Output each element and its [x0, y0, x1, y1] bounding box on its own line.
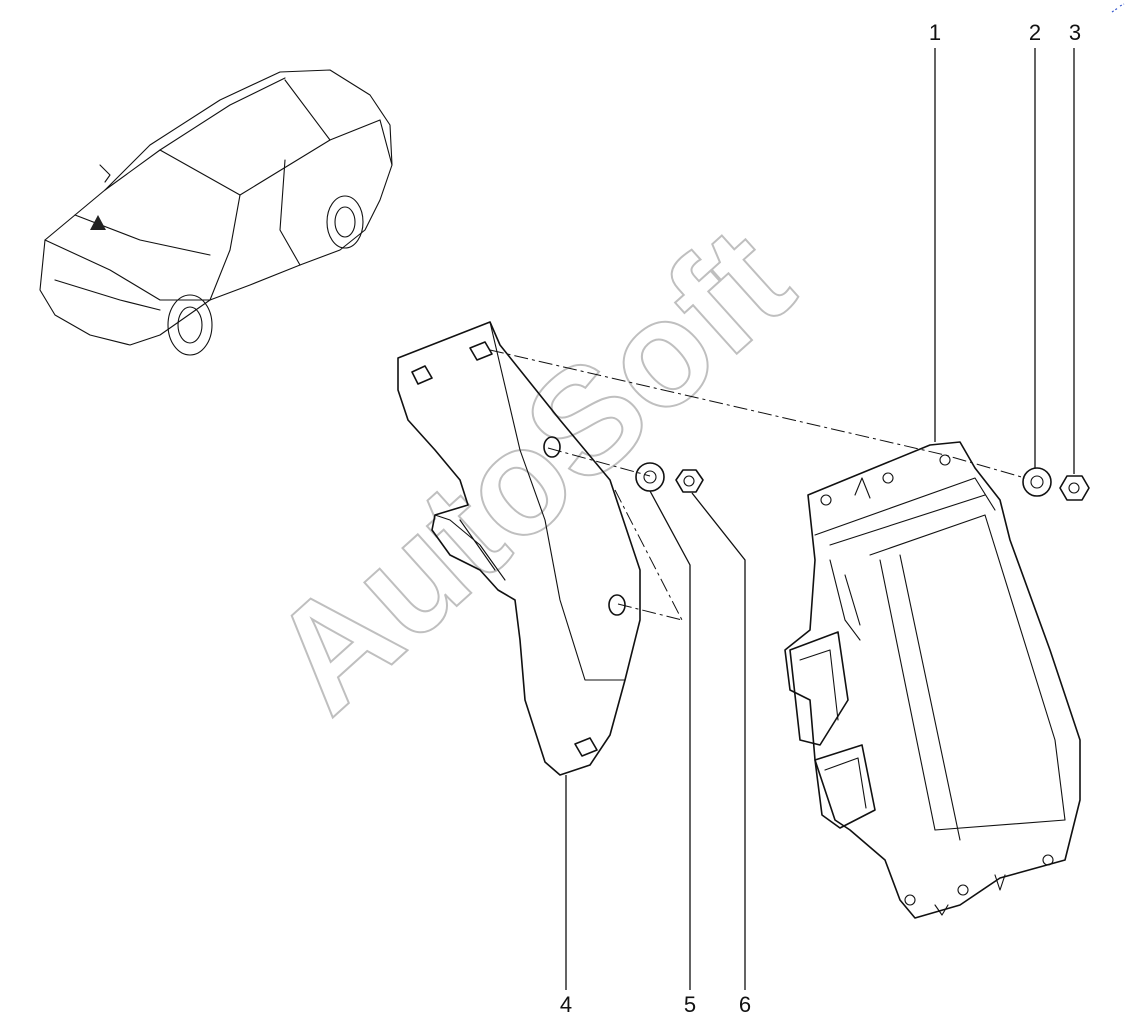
car-illustration — [39, 69, 393, 356]
corner-mark — [1111, 3, 1125, 13]
watermark-text: AutoSoft — [239, 195, 822, 743]
mounting-bracket — [397, 321, 641, 776]
leader-lines — [565, 48, 1075, 990]
washer-2 — [1022, 467, 1052, 497]
assembly-lines — [489, 349, 1026, 621]
callout-labels: 1 2 3 4 5 6 — [560, 20, 1081, 1017]
callout-1: 1 — [929, 20, 941, 45]
callout-6: 6 — [739, 992, 751, 1017]
nut-6 — [675, 469, 704, 493]
callout-4: 4 — [560, 992, 572, 1017]
nut-3 — [1059, 475, 1090, 501]
callout-5: 5 — [684, 992, 696, 1017]
callout-2: 2 — [1029, 20, 1041, 45]
callout-3: 3 — [1069, 20, 1081, 45]
ecu-module — [784, 441, 1081, 919]
